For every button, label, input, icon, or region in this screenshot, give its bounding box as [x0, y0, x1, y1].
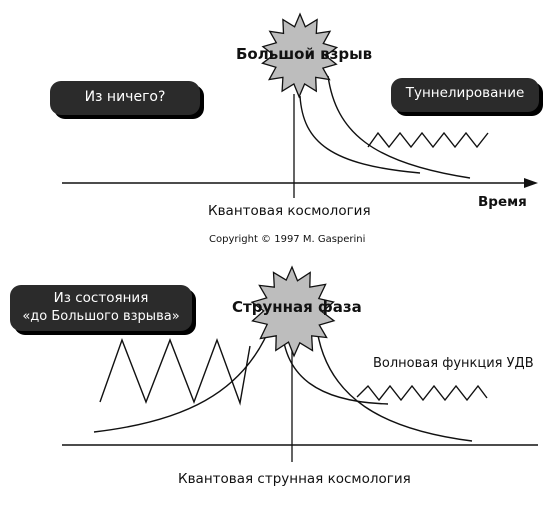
bottom-left-box-label-line2: «до Большого взрыва» [22, 309, 180, 324]
bottom-diagram [10, 265, 538, 462]
top-right-box [391, 78, 539, 112]
top-diagram [50, 12, 543, 198]
big-bang-burst [261, 12, 339, 99]
bottom-left-zigzag [99, 337, 251, 406]
string-phase-label: Струнная фаза [232, 298, 362, 316]
bottom-right-zigzag [356, 384, 488, 402]
big-bang-label: Большой взрыв [236, 45, 373, 63]
top-caption: Квантовая космология [208, 203, 371, 219]
wavefunction-label: Волновая функция УДВ [373, 356, 534, 371]
bottom-caption: Квантовая струнная космология [178, 471, 411, 487]
top-left-box [50, 81, 200, 115]
bottom-right-decaying-curve [315, 321, 473, 442]
copyright-notice: Copyright © 1997 M. Gasperini [209, 234, 366, 245]
top-left-box-label: Из ничего? [84, 89, 166, 105]
top-right-box-label: Туннелирование [405, 85, 525, 101]
bottom-left-box [10, 285, 192, 331]
top-left-curve [299, 95, 421, 174]
bottom-left-rising-curve [93, 321, 273, 433]
string-phase-burst [250, 265, 336, 358]
top-right-curve [327, 75, 471, 179]
bottom-left-box-label-line1: Из состояния [53, 290, 149, 306]
top-zigzag [367, 131, 489, 149]
time-axis-label: Время [478, 194, 527, 210]
top-time-axis-arrowhead [524, 178, 538, 188]
